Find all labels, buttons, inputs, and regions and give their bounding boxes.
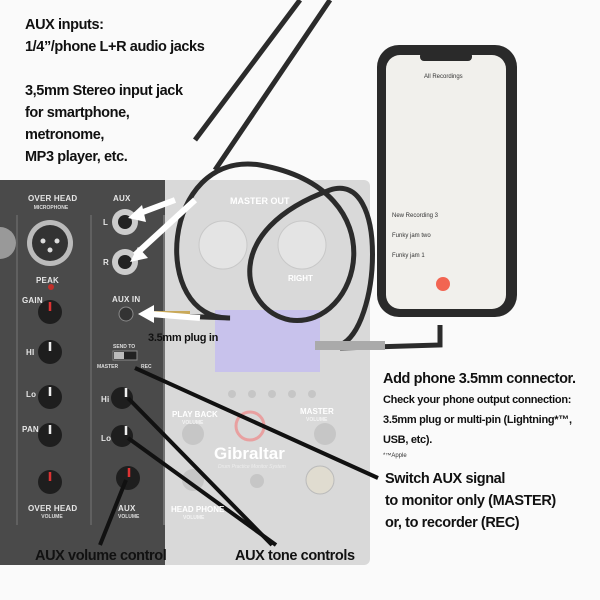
peak-led (48, 284, 54, 290)
label-master-volume-sub: VOLUME (306, 417, 328, 423)
label-play-back: PLAY BACK (172, 410, 218, 419)
add-phone-line: USB, etc). (383, 434, 432, 446)
phone-screen (386, 55, 506, 309)
label-play-back-volume: VOLUME (182, 420, 204, 426)
label-pan: PAN (22, 425, 39, 434)
label-aux-volume: AUX (118, 504, 136, 513)
label-microphone: MICROPHONE (33, 205, 69, 211)
stereo-jack-line: 3,5mm Stereo input jack (25, 83, 183, 99)
label-master-volume: MASTER (300, 407, 334, 416)
add-phone-line: 3.5mm plug or multi-pin (Lightning*™, (383, 414, 572, 426)
phone-screen-title: All Recordings (424, 74, 463, 80)
aux-inputs-desc: 1/4”/phone L+R audio jacks (25, 39, 205, 55)
label-aux: AUX (113, 194, 131, 203)
label-peak: PEAK (36, 276, 60, 285)
headphone-jack[interactable] (305, 465, 335, 495)
recording-item[interactable]: New Recording 3 (392, 213, 439, 219)
label-lo: Lo (26, 390, 37, 399)
label-head-phone: HEAD PHONE (171, 505, 225, 514)
label-overhead-mic: OVER HEAD (28, 194, 78, 203)
label-master-switch: MASTER (97, 364, 119, 370)
stereo-jack-line: MP3 player, etc. (25, 149, 128, 165)
aux-inputs-title: AUX inputs: (25, 17, 104, 33)
label-head-phone-volume: VOLUME (183, 515, 205, 521)
label-rec-switch: REC (141, 364, 152, 370)
add-phone-line: Check your phone output connection: (383, 394, 572, 406)
aux-volume-label: AUX volume control (35, 548, 167, 564)
label-volume: VOLUME (41, 514, 63, 520)
recording-item[interactable]: Funky jam 1 (392, 253, 425, 259)
brand-logo: Gibraltar (214, 444, 285, 463)
label-hi: HI (26, 348, 35, 357)
lightning-adapter (315, 341, 385, 350)
stereo-jack-line: for smartphone, (25, 105, 130, 121)
aux-in-jack[interactable] (118, 306, 134, 322)
send-to-switch[interactable] (112, 350, 138, 361)
switch-line: or, to recorder (REC) (385, 515, 520, 531)
label-gain: GAIN (22, 296, 43, 305)
label-r: R (103, 258, 109, 267)
label-aux-lo: Lo (101, 434, 112, 443)
plug-in-label: 3.5mm plug in (148, 332, 219, 344)
label-aux-volume-sub: VOLUME (118, 514, 140, 520)
record-button[interactable] (436, 277, 450, 291)
add-phone-title: Add phone 3.5mm connector. (383, 371, 576, 387)
switch-line: to monitor only (MASTER) (385, 493, 556, 509)
label-right: RIGHT (288, 274, 313, 283)
label-l: L (103, 218, 109, 227)
label-master-out: MASTER OUT (230, 196, 290, 206)
label-aux-in: AUX IN (112, 295, 141, 304)
aux-tone-label: AUX tone controls (235, 548, 355, 564)
stereo-jack-line: metronome, (25, 127, 104, 143)
label-aux-hi: Hi (101, 395, 110, 404)
apple-note: *™Apple (383, 453, 407, 459)
label-send-to: SEND TO (113, 344, 136, 350)
switch-line: Switch AUX signal (385, 471, 505, 487)
label-overhead-volume: OVER HEAD (28, 504, 78, 513)
recording-item[interactable]: Funky jam two (392, 233, 431, 239)
brand-tagline: Drum Practice Monitor System (218, 464, 286, 470)
